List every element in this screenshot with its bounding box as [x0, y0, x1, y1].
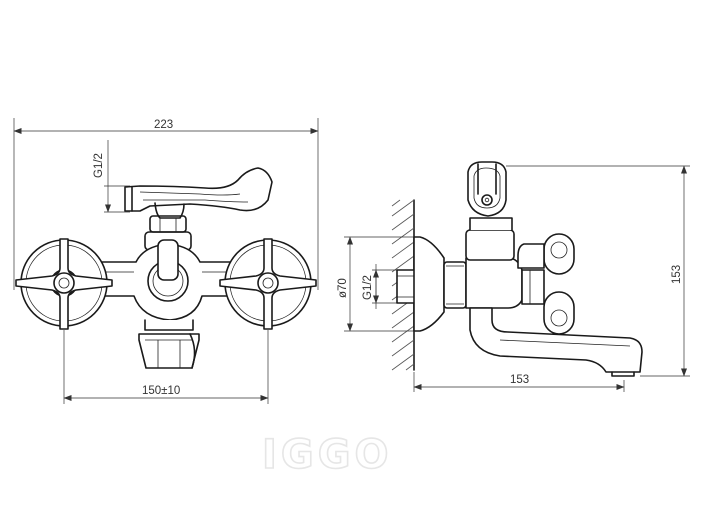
- dim-top-thread: G1/2: [93, 140, 130, 213]
- mixer-body: [77, 239, 259, 369]
- wall-flange: [413, 236, 467, 332]
- front-view: 223 G1/2: [13, 118, 319, 404]
- dim-label-d70: ø70: [337, 278, 349, 298]
- dim-label-150: 150±10: [142, 385, 180, 397]
- dim-label-153-h: 153: [510, 374, 529, 386]
- side-view: ø70 G1/2: [337, 161, 690, 392]
- dim-side-thread: G1/2: [362, 264, 398, 309]
- cold-cross-handle: [15, 238, 113, 330]
- dim-label-223: 223: [154, 119, 173, 131]
- shower-holder: [467, 161, 507, 217]
- dim-flange-diameter: ø70: [337, 236, 414, 332]
- dim-label-g12-top: G1/2: [93, 153, 105, 178]
- dim-overall-width: 223: [13, 118, 319, 290]
- dim-label-153-v: 153: [671, 265, 683, 284]
- hot-cross-handle: [219, 238, 317, 330]
- shower-holder-arm: [124, 167, 273, 251]
- spout: [469, 307, 643, 377]
- dim-spout-reach: 153: [413, 372, 625, 392]
- side-body: [465, 217, 545, 309]
- dim-label-g12-side: G1/2: [362, 275, 374, 300]
- dim-center-distance: 150±10: [63, 330, 269, 404]
- dim-height: 153: [506, 165, 690, 377]
- watermark: IGGO: [262, 432, 393, 478]
- diverter-lever: [517, 233, 575, 335]
